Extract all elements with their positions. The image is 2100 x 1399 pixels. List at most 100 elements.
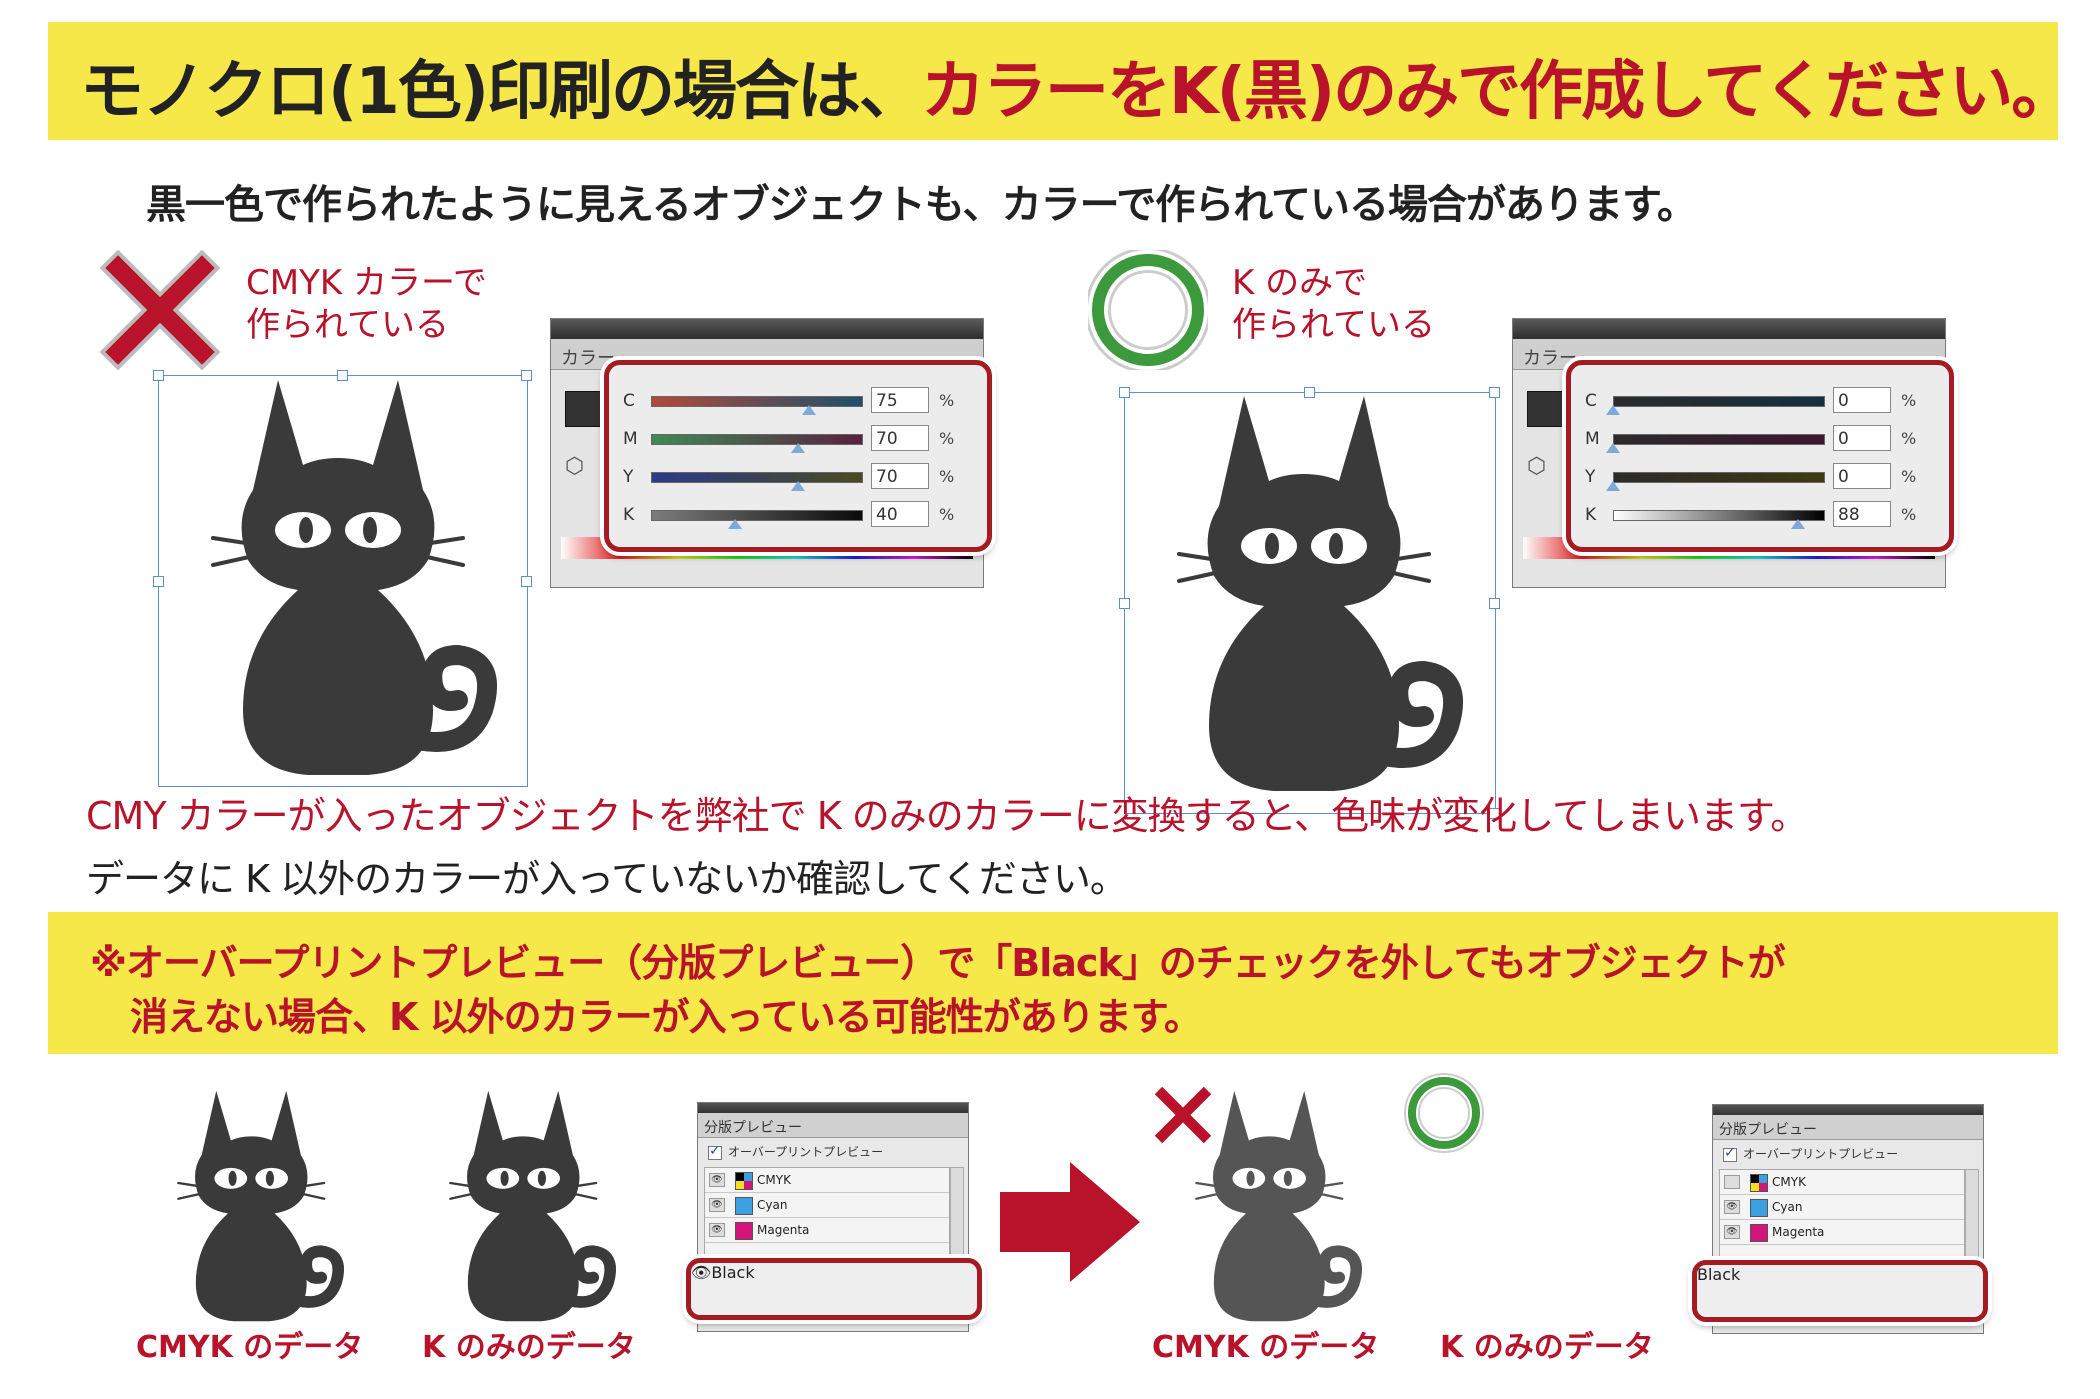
slider-track[interactable] [1613,472,1825,483]
channel-label: K [623,505,635,525]
eye-icon[interactable]: 👁 [1724,1200,1740,1214]
caption-cmyk-data: CMYK のデータ [136,1330,364,1365]
plate-row-magenta[interactable]: 👁Magenta [1720,1220,1964,1245]
eye-icon[interactable]: 👁 [1724,1225,1740,1239]
value-input[interactable]: 0 [1833,425,1891,451]
percent-label: % [939,467,955,486]
slider-track[interactable] [651,434,863,445]
selection-handle[interactable] [1489,598,1500,609]
value-input[interactable]: 0 [1833,387,1891,413]
channel-label: M [1585,429,1600,449]
panel-tab[interactable]: 分版プレビュー [1713,1115,1983,1140]
plate-name: Black [1697,1265,1741,1284]
black-plate-callout: 👁Black [686,1258,982,1320]
slider-track[interactable] [651,472,863,483]
channel-label: C [623,391,635,411]
slider-handle[interactable] [728,519,742,529]
selection-handle[interactable] [1304,387,1315,398]
plate-swatch [1750,1199,1768,1217]
selection-handle[interactable] [521,370,532,381]
slider-track[interactable] [1613,434,1825,445]
value-input[interactable]: 88 [1833,501,1891,527]
plate-name: Cyan [1772,1200,1803,1214]
slider-handle[interactable] [1606,405,1620,415]
channel-label: Y [1585,467,1596,487]
plate-name: CMYK [757,1173,791,1187]
page-title: モノクロ(1色)印刷の場合は、カラーをK(黒)のみで作成してください。 [80,40,2075,132]
plate-row-black[interactable]: Black [1697,1265,1983,1284]
channel-label: M [623,429,638,449]
slider-track[interactable] [651,510,863,521]
black-plate-callout: Black [1692,1260,1988,1322]
percent-label: % [1901,467,1917,486]
slider-row-k: K 88% [1571,497,1949,533]
slider-handle[interactable] [791,443,805,453]
cat-illustration-cmyk [168,370,538,790]
overprint-preview-checkbox[interactable]: オーバープリントプレビュー [708,1143,883,1160]
slider-handle[interactable] [1790,519,1805,529]
value-input[interactable]: 40 [871,501,929,527]
plate-row-cyan[interactable]: 👁Cyan [705,1193,949,1218]
slider-track[interactable] [1613,396,1825,407]
percent-label: % [1901,505,1917,524]
cat-thumbnail-cmyk [140,1085,380,1330]
slider-handle[interactable] [801,405,816,415]
panel-tab[interactable]: 分版プレビュー [698,1113,968,1138]
value-input[interactable]: 70 [871,463,929,489]
selection-handle[interactable] [1119,598,1130,609]
eye-icon[interactable]: 👁 [709,1223,725,1237]
slider-handle[interactable] [1606,443,1620,453]
percent-label: % [1901,429,1917,448]
value-input[interactable]: 0 [1833,463,1891,489]
channel-label: K [1585,505,1597,525]
plate-row-cmyk[interactable]: 👁 CMYK [705,1168,949,1193]
cube-icon: ⬡ [565,454,585,479]
selection-handle[interactable] [1119,387,1130,398]
circle-ok-icon [1085,247,1211,373]
plate-row-cmyk[interactable]: CMYK [1720,1170,1964,1195]
caption-cmyk-data: CMYK のデータ [1152,1330,1380,1365]
plate-row-magenta[interactable]: 👁Magenta [705,1218,949,1243]
slider-row-y: Y 0% [1571,459,1949,495]
fill-swatch[interactable] [1527,391,1563,427]
cube-icon: ⬡ [1527,454,1547,479]
plate-row-black[interactable]: 👁Black [691,1263,977,1282]
cat-illustration-k-only [1134,386,1504,806]
plate-name: CMYK [1772,1175,1806,1189]
selection-handle[interactable] [1489,387,1500,398]
warning-banner [48,912,2058,1054]
eye-icon[interactable]: 👁 [691,1263,712,1282]
plate-swatch [1750,1174,1768,1192]
percent-label: % [939,505,955,524]
slider-track[interactable] [1613,510,1825,521]
channel-label: C [1585,391,1597,411]
plate-name: Black [711,1263,755,1282]
slider-track[interactable] [651,396,863,407]
selection-handle[interactable] [1489,808,1500,819]
selection-handle[interactable] [337,370,348,381]
value-input[interactable]: 70 [871,425,929,451]
fill-swatch[interactable] [565,391,601,427]
bad-example-label: CMYK カラーで 作られている [246,263,487,345]
selection-handle[interactable] [153,576,164,587]
cross-icon [1148,1080,1218,1150]
overprint-preview-checkbox[interactable]: オーバープリントプレビュー [1723,1145,1898,1162]
note-line-2: データに K 以外のカラーが入っていないか確認してください。 [86,857,1128,901]
cross-icon [93,243,227,377]
title-banner [48,22,2058,140]
selection-handle[interactable] [521,576,532,587]
plate-row-cyan[interactable]: 👁 Cyan [1720,1195,1964,1220]
eye-icon[interactable]: 👁 [709,1173,725,1187]
eye-icon[interactable] [1724,1175,1740,1189]
circle-ok-icon [1404,1073,1484,1153]
slider-row-k: K 40% [609,497,987,533]
value-input[interactable]: 75 [871,387,929,413]
selection-handle[interactable] [153,370,164,381]
slider-handle[interactable] [791,481,805,491]
slider-handle[interactable] [1606,481,1620,491]
eye-icon[interactable]: 👁 [709,1198,725,1212]
